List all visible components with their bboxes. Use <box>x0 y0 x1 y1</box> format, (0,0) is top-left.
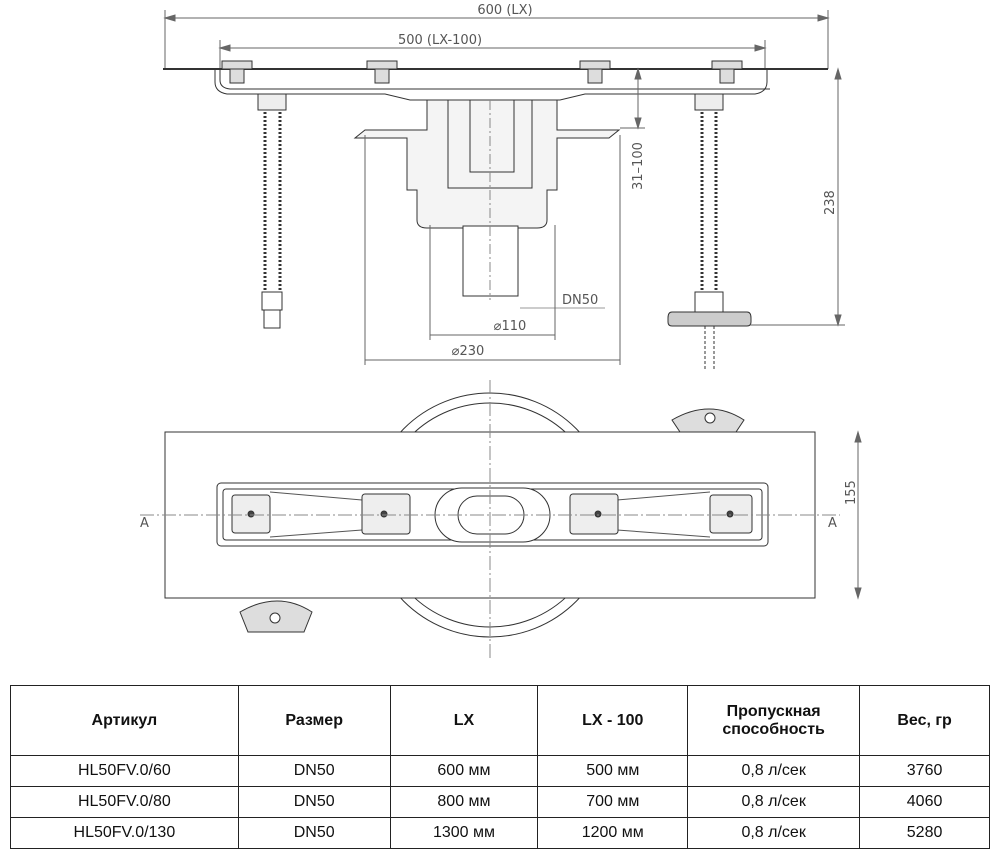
dim-lx-label: 600 (LX) <box>477 3 532 18</box>
left-adjustment-rod <box>257 93 287 329</box>
dimension-d230 <box>364 135 621 365</box>
product-specs-table: Артикул Размер LX LX - 100 Пропускная сп… <box>10 685 990 849</box>
section-marker-left: A <box>140 516 149 531</box>
dimension-lx100 <box>218 40 767 70</box>
cell-size: DN50 <box>237 817 391 849</box>
section-marker-right: A <box>828 516 837 531</box>
cell-lx100: 1200 мм <box>537 817 689 849</box>
cell-weight: 3760 <box>859 755 990 787</box>
right-adjustment-rod <box>667 93 752 371</box>
header-lx: LX <box>389 685 539 756</box>
header-article: Артикул <box>10 685 239 756</box>
cell-lx: 800 мм <box>389 786 539 818</box>
cell-article: HL50FV.0/60 <box>10 755 239 787</box>
cell-lx: 1300 мм <box>389 817 539 849</box>
table-row: HL50FV.0/130 DN50 1300 мм 1200 мм 0,8 л/… <box>10 817 990 849</box>
dimension-d110 <box>429 225 556 340</box>
drain-top-view <box>140 380 840 660</box>
technical-drawing: 600 (LX) 500 (LX-100) <box>140 3 862 660</box>
dimension-total-height <box>750 67 845 327</box>
table-row: HL50FV.0/60 DN50 600 мм 500 мм 0,8 л/сек… <box>10 755 990 787</box>
dim-height-range-label: 31–100 <box>631 142 646 190</box>
cell-size: DN50 <box>237 786 391 818</box>
table-row: HL50FV.0/80 DN50 800 мм 700 мм 0,8 л/сек… <box>10 786 990 818</box>
cell-article: HL50FV.0/80 <box>10 786 239 818</box>
cell-lx100: 700 мм <box>537 786 689 818</box>
table-header-row: Артикул Размер LX LX - 100 Пропускная сп… <box>10 685 990 756</box>
cell-lx: 600 мм <box>389 755 539 787</box>
header-capacity: Пропускная способность <box>687 685 861 756</box>
cell-capacity: 0,8 л/сек <box>687 786 861 818</box>
dim-total-height-label: 238 <box>823 190 838 215</box>
drain-body <box>353 99 621 300</box>
cell-weight: 5280 <box>859 817 990 849</box>
dimension-height-range <box>620 67 645 130</box>
dim-width-label: 155 <box>844 480 859 505</box>
drain-channel-side-view <box>163 60 828 101</box>
cell-size: DN50 <box>237 755 391 787</box>
header-lx100: LX - 100 <box>537 685 689 756</box>
header-weight: Вес, гр <box>859 685 990 756</box>
dimension-width <box>854 430 862 600</box>
dimension-lx <box>163 10 830 69</box>
cell-weight: 4060 <box>859 786 990 818</box>
dim-d110-label: ⌀110 <box>494 319 527 334</box>
cell-capacity: 0,8 л/сек <box>687 817 861 849</box>
dim-outlet-label: DN50 <box>562 293 598 308</box>
dim-lx100-label: 500 (LX-100) <box>398 33 482 48</box>
header-size: Размер <box>237 685 391 756</box>
cell-capacity: 0,8 л/сек <box>687 755 861 787</box>
cell-lx100: 500 мм <box>537 755 689 787</box>
dim-d230-label: ⌀230 <box>452 344 485 359</box>
cell-article: HL50FV.0/130 <box>10 817 239 849</box>
